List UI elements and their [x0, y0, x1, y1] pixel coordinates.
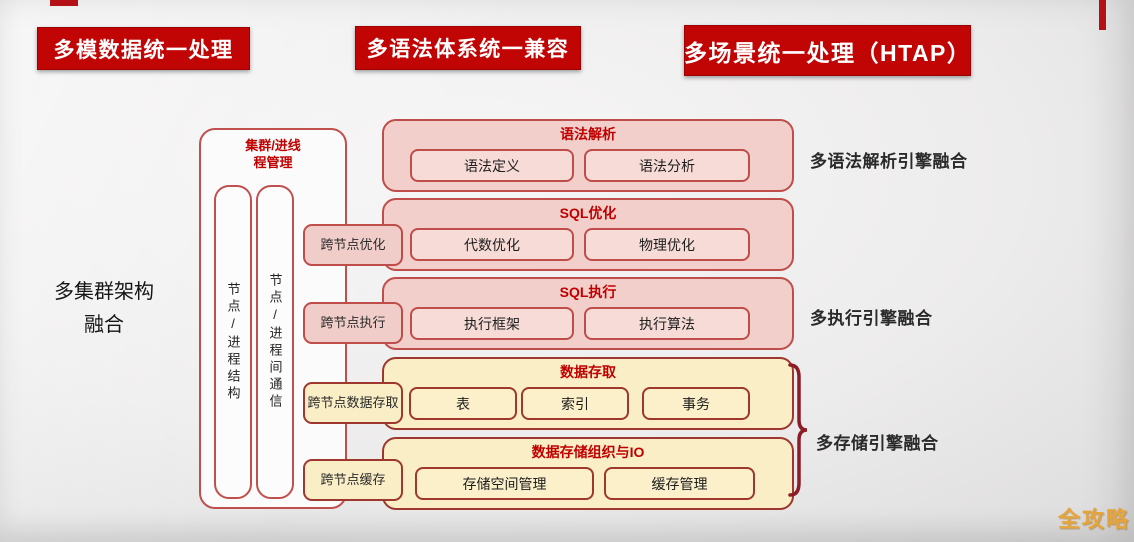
cross-node-execution-box: 跨节点执行 — [303, 302, 403, 344]
label-multi-cluster-fusion: 多集群架构 融合 — [28, 276, 180, 342]
cluster-box-title: 集群/进线 程管理 — [201, 137, 345, 171]
sub-box-physical-optimization: 物理优化 — [584, 228, 750, 261]
cluster-box-title-line2: 程管理 — [253, 155, 293, 170]
sub-box-syntax-definition: 语法定义 — [410, 149, 574, 182]
watermark: 全攻略 — [1058, 507, 1131, 532]
cross-node-data-access-box: 跨节点数据存取 — [303, 382, 403, 424]
label-multi-parser-engine-fusion: 多语法解析引擎融合 — [810, 152, 968, 171]
cross-node-cache-box: 跨节点缓存 — [303, 459, 403, 501]
layer-syntax-parsing-title: 语法解析 — [560, 126, 616, 142]
sub-box-index: 索引 — [521, 387, 629, 420]
layer-data-access-title: 数据存取 — [560, 364, 616, 380]
node-process-structure-box: 节点/进程结构 — [214, 185, 252, 499]
photo-artifact-top-left — [50, 0, 78, 6]
banner-multi-syntax-compatibility: 多语法体系统一兼容 — [355, 26, 581, 70]
sub-box-transaction: 事务 — [642, 387, 750, 420]
node-interprocess-communication-box: 节点/进程间通信 — [256, 185, 294, 499]
layer-sql-execution-title: SQL执行 — [559, 284, 617, 300]
sub-box-storage-space-management: 存储空间管理 — [415, 467, 594, 500]
cross-node-optimization-box: 跨节点优化 — [303, 224, 403, 266]
layer-data-access: 数据存取 表 索引 事务 — [382, 357, 794, 430]
layer-data-storage-organization-io-title: 数据存储组织与IO — [531, 444, 645, 460]
layer-sql-optimization-title: SQL优化 — [559, 205, 617, 221]
banner-multi-model-unified-processing: 多模数据统一处理 — [37, 27, 250, 70]
cluster-box-title-line1: 集群/进线 — [245, 138, 301, 153]
label-multi-storage-engine-fusion: 多存储引擎融合 — [816, 434, 939, 453]
layer-syntax-parsing: 语法解析 语法定义 语法分析 — [382, 119, 794, 192]
photo-artifact-top-right — [1099, 0, 1106, 30]
sub-box-execution-framework: 执行框架 — [410, 307, 574, 340]
layer-sql-execution: SQL执行 执行框架 执行算法 — [382, 277, 794, 350]
banner-multi-scenario-htap: 多场景统一处理（HTAP） — [684, 25, 971, 76]
sub-box-algebraic-optimization: 代数优化 — [410, 228, 574, 261]
storage-engine-brace-icon — [788, 363, 808, 497]
layer-sql-optimization: SQL优化 代数优化 物理优化 — [382, 198, 794, 271]
sub-box-syntax-analysis: 语法分析 — [584, 149, 750, 182]
sub-box-cache-management: 缓存管理 — [604, 467, 755, 500]
label-multi-cluster-line1: 多集群架构 — [54, 281, 154, 303]
label-multi-cluster-line2: 融合 — [84, 314, 124, 336]
layer-data-storage-organization-io: 数据存储组织与IO 存储空间管理 缓存管理 — [382, 437, 794, 510]
sub-box-table: 表 — [409, 387, 517, 420]
label-multi-execution-engine-fusion: 多执行引擎融合 — [810, 309, 933, 328]
sub-box-execution-algorithm: 执行算法 — [584, 307, 750, 340]
